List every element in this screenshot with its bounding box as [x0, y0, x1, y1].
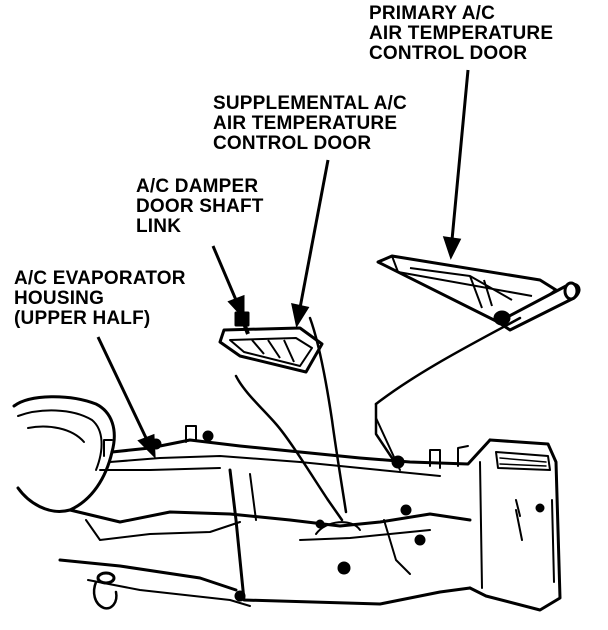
label-evaporator-housing: A/C EVAPORATOR HOUSING (UPPER HALF) — [14, 269, 186, 329]
supplemental-control-door — [218, 311, 324, 374]
label-line: CONTROL DOOR — [213, 133, 372, 154]
evaporator-housing — [12, 316, 562, 612]
label-line: (UPPER HALF) — [14, 308, 151, 329]
label-line: DOOR SHAFT — [136, 196, 264, 217]
label-line: SUPPLEMENTAL A/C — [213, 93, 407, 114]
label-line: CONTROL DOOR — [369, 43, 528, 64]
label-line: A/C DAMPER — [136, 176, 259, 197]
label-damper-door-shaft-link: A/C DAMPER DOOR SHAFT LINK — [136, 177, 264, 237]
label-line: AIR TEMPERATURE — [369, 23, 554, 44]
label-line: PRIMARY A/C — [369, 3, 496, 24]
label-line: AIR TEMPERATURE — [213, 113, 398, 134]
leader-damper-link — [211, 245, 245, 320]
leader-supplemental-door — [291, 159, 330, 328]
label-line: A/C EVAPORATOR — [14, 268, 186, 289]
label-supplemental-control-door: SUPPLEMENTAL A/C AIR TEMPERATURE CONTROL… — [213, 94, 407, 154]
label-primary-control-door: PRIMARY A/C AIR TEMPERATURE CONTROL DOOR — [369, 4, 553, 64]
label-line: LINK — [136, 216, 182, 237]
leader-primary-door — [442, 69, 470, 260]
label-line: HOUSING — [14, 288, 105, 309]
primary-control-door — [376, 254, 581, 332]
leader-evaporator-housing — [96, 336, 156, 459]
